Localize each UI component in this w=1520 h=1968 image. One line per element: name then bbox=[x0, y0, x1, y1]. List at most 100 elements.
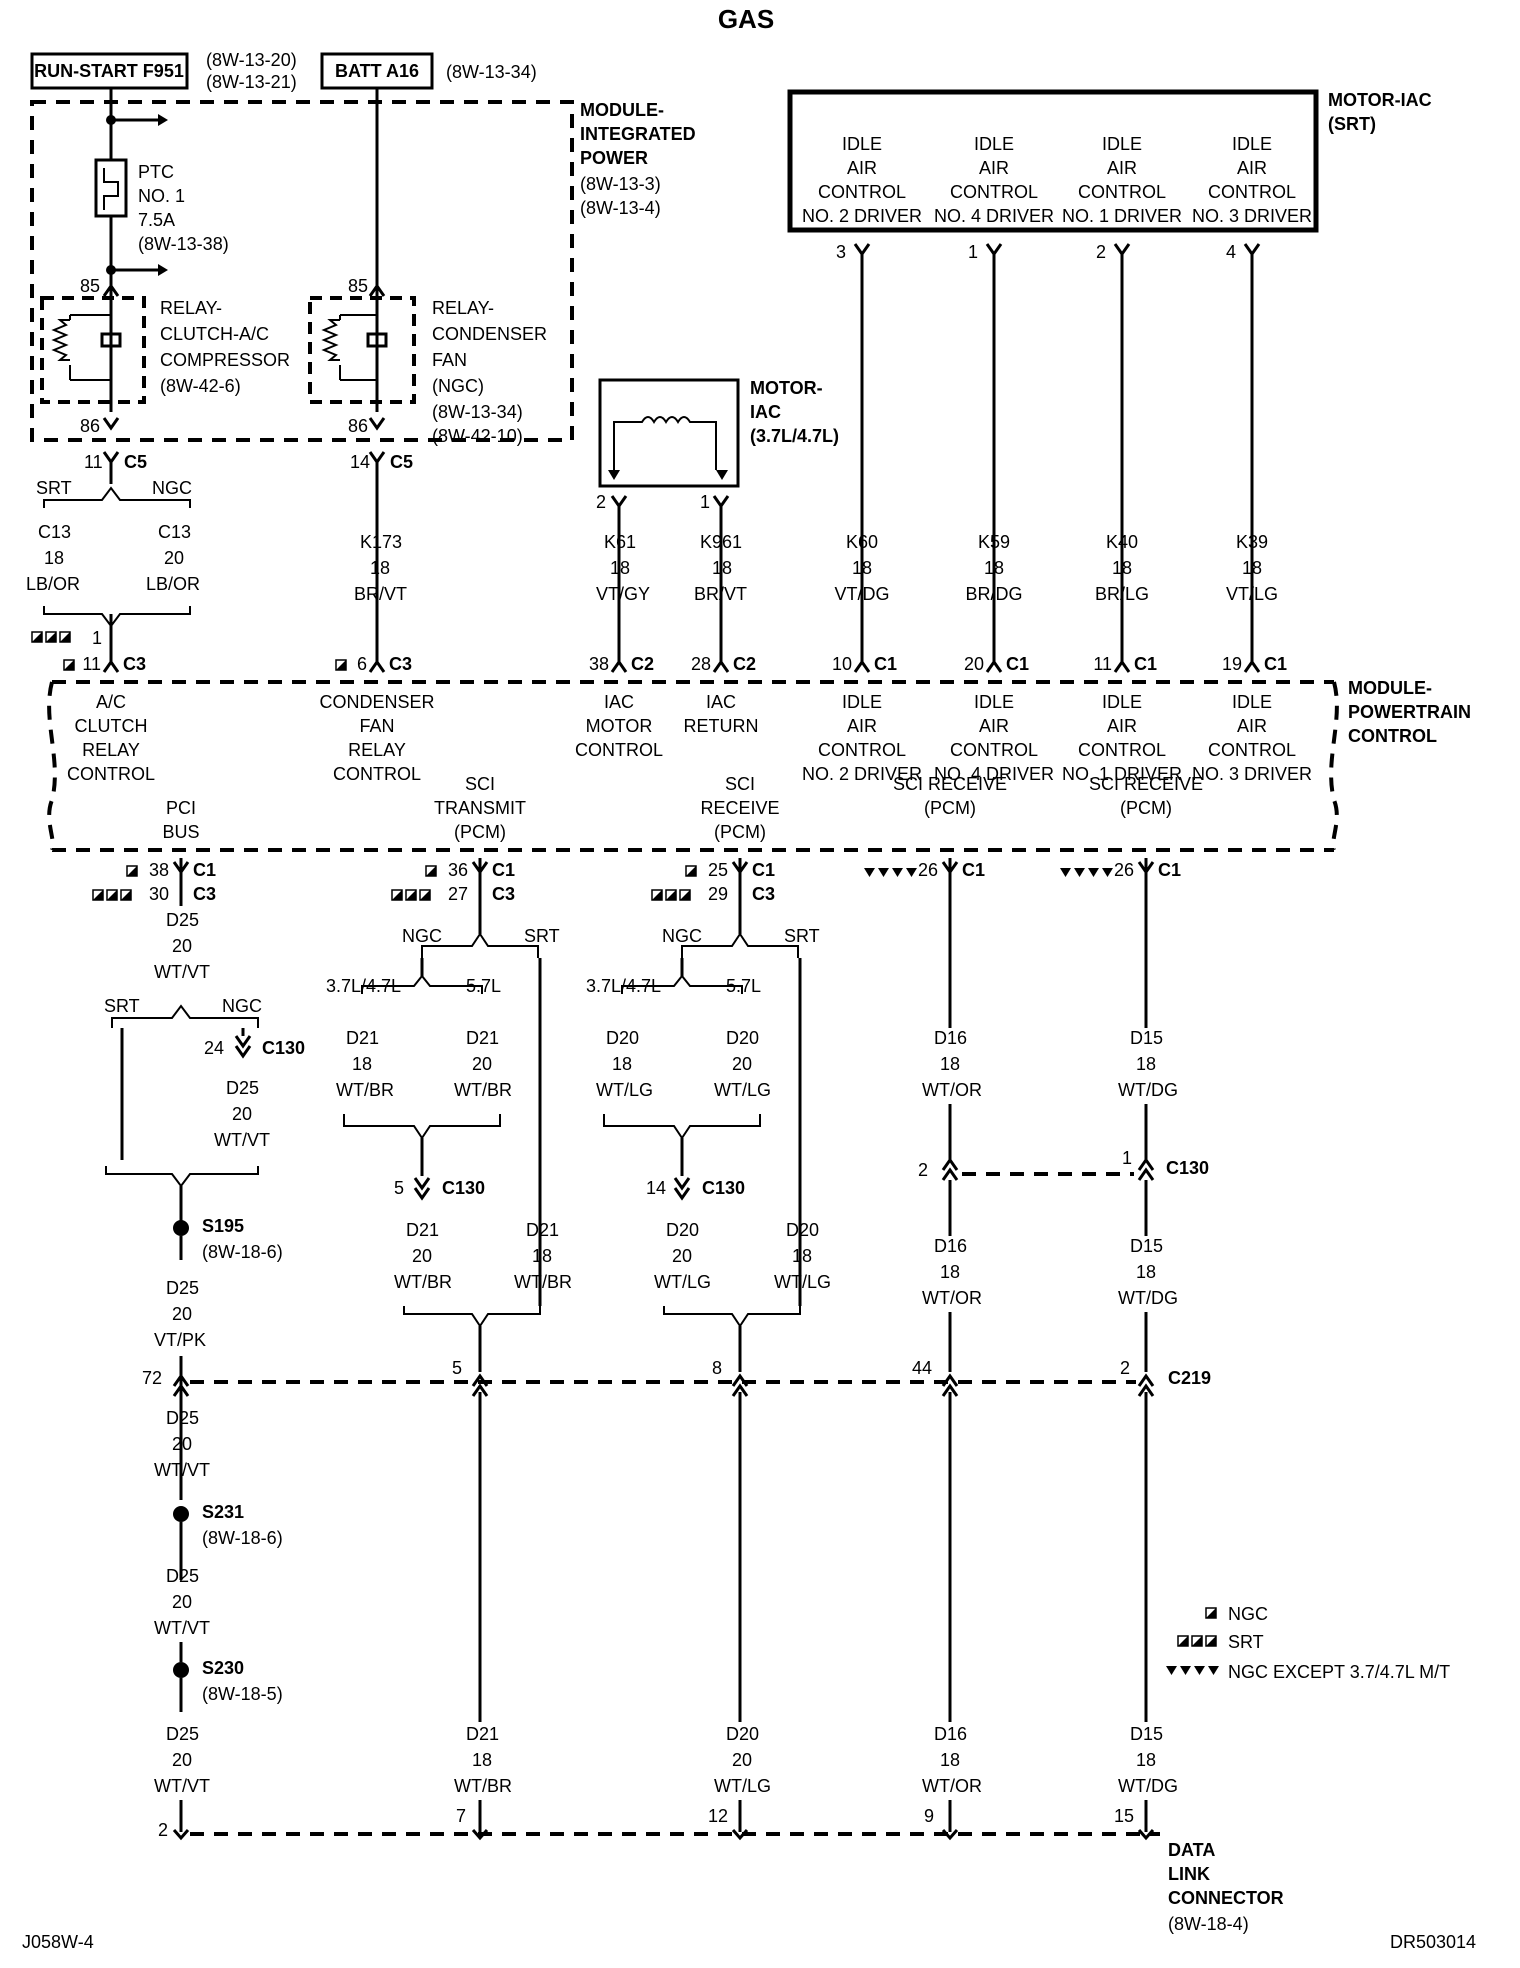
pin-symbol bbox=[853, 243, 871, 257]
svg-text:86: 86 bbox=[80, 416, 100, 436]
wire-code: K60 bbox=[846, 532, 878, 552]
pin-symbol bbox=[1113, 659, 1131, 673]
fuse-run-start: RUN-START F951 (8W-13-20) (8W-13-21) bbox=[30, 50, 297, 92]
svg-text:WT/VT: WT/VT bbox=[154, 1776, 210, 1796]
pcm-function-label: MOTOR bbox=[586, 716, 653, 736]
svg-text:IAC: IAC bbox=[750, 402, 781, 422]
svg-text:20: 20 bbox=[412, 1246, 432, 1266]
wire-color: VT/LG bbox=[1226, 584, 1278, 604]
svg-text:NGC: NGC bbox=[402, 926, 442, 946]
svg-text:S195: S195 bbox=[202, 1216, 244, 1236]
svg-text:D25: D25 bbox=[166, 1566, 199, 1586]
pcm-function-label: PCI bbox=[166, 798, 196, 818]
svg-text:8: 8 bbox=[712, 1358, 722, 1378]
svg-text:D25: D25 bbox=[166, 910, 199, 930]
svg-text:C130: C130 bbox=[442, 1178, 485, 1198]
wire-code: K59 bbox=[978, 532, 1010, 552]
iac-driver-label: IDLE bbox=[842, 134, 882, 154]
page-title: GAS bbox=[718, 4, 774, 34]
svg-text:D21: D21 bbox=[346, 1028, 379, 1048]
ngc-except-marker bbox=[1060, 868, 1071, 877]
svg-text:(SRT): (SRT) bbox=[1328, 114, 1376, 134]
wire-color: BR/LG bbox=[1095, 584, 1149, 604]
svg-text:NGC: NGC bbox=[1228, 1604, 1268, 1624]
pcm-connector: C3 bbox=[193, 884, 216, 904]
pcm-function-label: NO. 3 DRIVER bbox=[1192, 764, 1312, 784]
pcm-pin: 26 bbox=[918, 860, 938, 880]
pcm-function-label: (PCM) bbox=[924, 798, 976, 818]
iac-driver-label: AIR bbox=[847, 158, 877, 178]
svg-text:WT/OR: WT/OR bbox=[922, 1080, 982, 1100]
wire-color: VT/DG bbox=[834, 584, 889, 604]
iac-pin: 1 bbox=[968, 242, 978, 262]
ngc-except-marker bbox=[1088, 868, 1099, 877]
svg-text:D16: D16 bbox=[934, 1236, 967, 1256]
svg-text:D15: D15 bbox=[1130, 1028, 1163, 1048]
svg-text:5.7L: 5.7L bbox=[726, 976, 761, 996]
ngc-except-marker bbox=[906, 868, 917, 877]
relay-condenser-fan: 85 86 RELAY- CONDENSER FAN (NGC) (8W-13-… bbox=[308, 88, 547, 446]
svg-text:C5: C5 bbox=[390, 452, 413, 472]
iac-pin: 3 bbox=[836, 242, 846, 262]
ngc-except-marker bbox=[878, 868, 889, 877]
svg-text:NGC: NGC bbox=[662, 926, 702, 946]
svg-text:WT/VT: WT/VT bbox=[154, 962, 210, 982]
svg-text:12: 12 bbox=[708, 1806, 728, 1826]
svg-text:LB/OR: LB/OR bbox=[26, 574, 80, 594]
pcm-pin: 19 bbox=[1222, 654, 1242, 674]
svg-text:NGC: NGC bbox=[222, 996, 262, 1016]
svg-text:C13: C13 bbox=[158, 522, 191, 542]
svg-text:D25: D25 bbox=[226, 1078, 259, 1098]
svg-text:COMPRESSOR: COMPRESSOR bbox=[160, 350, 290, 370]
svg-text:DATA: DATA bbox=[1168, 1840, 1215, 1860]
iac-driver-label: AIR bbox=[979, 158, 1009, 178]
pcm-function-label: IDLE bbox=[842, 692, 882, 712]
svg-text:C130: C130 bbox=[262, 1038, 305, 1058]
pcm-function-label: SCI bbox=[725, 774, 755, 794]
svg-text:NGC: NGC bbox=[152, 478, 192, 498]
pcm-function-label: TRANSMIT bbox=[434, 798, 526, 818]
svg-text:WT/LG: WT/LG bbox=[714, 1776, 771, 1796]
iac-driver-label: IDLE bbox=[1102, 134, 1142, 154]
ngc-marker bbox=[685, 865, 697, 877]
svg-text:(8W-18-6): (8W-18-6) bbox=[202, 1528, 283, 1548]
svg-text:NO. 1: NO. 1 bbox=[138, 186, 185, 206]
sci-transmit-circuit: NGC SRT 3.7L/4.7L 5.7L D21 18 WT/BR D21 … bbox=[326, 872, 572, 1832]
iac-driver-label: CONTROL bbox=[950, 182, 1038, 202]
svg-text:CONDENSER: CONDENSER bbox=[432, 324, 547, 344]
svg-text:18: 18 bbox=[370, 558, 390, 578]
sci-receive-circuit: NGC SRT 3.7L/4.7L 5.7L D20 18 WT/LG D20 … bbox=[586, 872, 831, 1832]
data-link-connector: 2 7 12 9 15 DATA LINK CONNECTOR (8W-18-4… bbox=[158, 1806, 1284, 1934]
pin-symbol bbox=[1113, 243, 1131, 257]
svg-text:D21: D21 bbox=[466, 1028, 499, 1048]
pin-symbol bbox=[1243, 659, 1261, 673]
pcm-pin: 29 bbox=[708, 884, 728, 904]
svg-text:VT/PK: VT/PK bbox=[154, 1330, 206, 1350]
svg-text:D25: D25 bbox=[166, 1278, 199, 1298]
svg-text:5.7L: 5.7L bbox=[466, 976, 501, 996]
svg-text:(8W-18-4): (8W-18-4) bbox=[1168, 1914, 1249, 1934]
svg-text:D15: D15 bbox=[1130, 1236, 1163, 1256]
svg-text:18: 18 bbox=[44, 548, 64, 568]
d15-circuit: D15 18 WT/DG 1 C130 D15 18 WT/DG D15 18 … bbox=[1118, 872, 1209, 1832]
pcm-function-label: CONTROL bbox=[950, 740, 1038, 760]
fuse-batt-label: BATT A16 bbox=[335, 61, 419, 81]
svg-text:18: 18 bbox=[1136, 1054, 1156, 1074]
iac-driver-label: CONTROL bbox=[818, 182, 906, 202]
pcm-pin: 36 bbox=[448, 860, 468, 880]
iac-driver-label: IDLE bbox=[974, 134, 1014, 154]
srt-marker bbox=[391, 889, 403, 901]
svg-text:WT/DG: WT/DG bbox=[1118, 1776, 1178, 1796]
svg-text:WT/LG: WT/LG bbox=[774, 1272, 831, 1292]
svg-text:WT/DG: WT/DG bbox=[1118, 1080, 1178, 1100]
svg-text:15: 15 bbox=[1114, 1806, 1134, 1826]
pcm-pin: 20 bbox=[964, 654, 984, 674]
svg-text:WT/DG: WT/DG bbox=[1118, 1288, 1178, 1308]
pcm-function-label: A/C bbox=[96, 692, 126, 712]
svg-text:20: 20 bbox=[232, 1104, 252, 1124]
svg-text:C5: C5 bbox=[124, 452, 147, 472]
wire-code: K40 bbox=[1106, 532, 1138, 552]
pcm-pin: 11 bbox=[82, 654, 101, 674]
svg-text:D20: D20 bbox=[666, 1220, 699, 1240]
pcm-function-label: (PCM) bbox=[714, 822, 766, 842]
